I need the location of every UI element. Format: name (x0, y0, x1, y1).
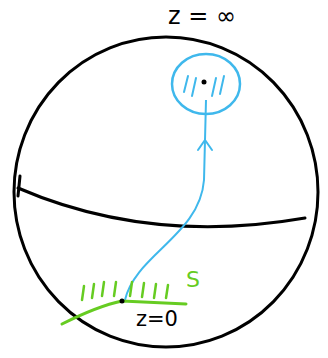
infinity-point (202, 80, 207, 85)
hatch-line (102, 282, 104, 296)
region-label: S (186, 268, 200, 292)
hatch-line (142, 283, 144, 297)
hatch-line (184, 76, 188, 92)
hatch-line (192, 78, 196, 96)
point-label: z = ∞ (168, 3, 236, 29)
hatch-line (114, 282, 116, 296)
equator-arc (18, 188, 305, 227)
hatch-line (166, 285, 168, 298)
map-arrowhead (198, 140, 212, 150)
equator-tick (18, 176, 20, 196)
hatch-line (154, 284, 156, 298)
hatch-line (82, 286, 84, 300)
sphere-outline (14, 37, 318, 347)
green-hatching (82, 282, 168, 300)
point-label: z=0 (136, 308, 178, 331)
hatch-line (220, 76, 224, 94)
hatch-line (92, 284, 94, 298)
map-curve (125, 100, 206, 300)
blue-hatching (184, 76, 224, 96)
origin-point (120, 299, 125, 304)
hatch-line (212, 78, 216, 96)
hatch-line (130, 282, 132, 296)
